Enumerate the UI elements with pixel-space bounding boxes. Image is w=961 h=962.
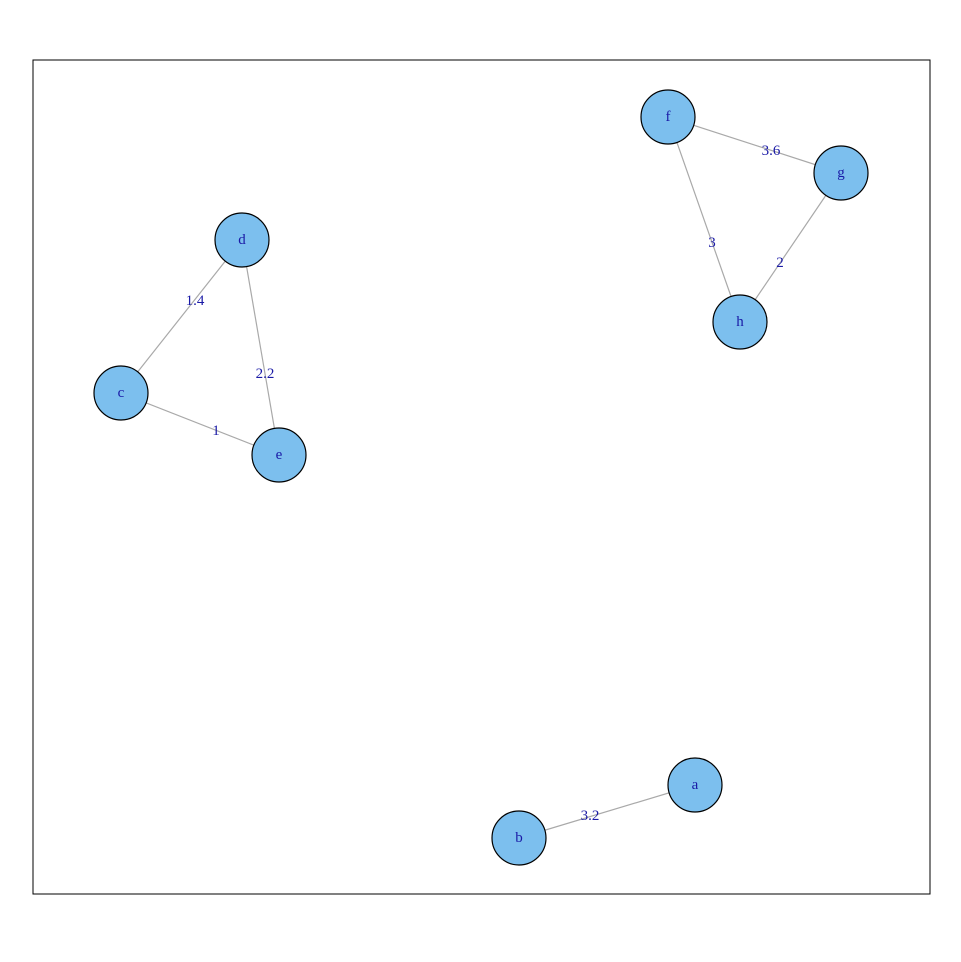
node-c: c (93, 365, 149, 421)
node-label-c: c (118, 385, 125, 401)
node-g: g (813, 145, 869, 201)
node-layer: a b c d e f g h (93, 89, 869, 866)
edge-label-b-a: 3.2 (581, 808, 600, 824)
edge-g-h (739, 172, 842, 323)
node-label-g: g (837, 165, 845, 181)
edge-c-d (120, 239, 243, 394)
node-label-f: f (666, 109, 671, 125)
node-label-e: e (276, 447, 283, 463)
edge-label-c-d: 1.4 (186, 293, 205, 309)
node-e: e (251, 427, 307, 483)
node-label-b: b (515, 830, 523, 846)
node-circle-d (214, 212, 270, 268)
node-label-h: h (736, 314, 744, 330)
node-d: d (214, 212, 270, 268)
node-label-a: a (692, 777, 699, 793)
node-b: b (491, 810, 547, 866)
edge-label-f-g: 3.6 (762, 143, 781, 159)
edge-f-g (667, 116, 842, 174)
node-circle-g (813, 145, 869, 201)
node-circle-c (93, 365, 149, 421)
edge-label-layer: 3.2 1.4 1 2.2 3.6 3 2 (186, 143, 784, 824)
edge-label-d-e: 2.2 (256, 366, 275, 382)
node-circle-b (491, 810, 547, 866)
node-label-d: d (238, 232, 246, 248)
edge-label-c-e: 1 (212, 423, 220, 439)
edge-f-h (667, 116, 741, 323)
node-circle-f (640, 89, 696, 145)
node-h: h (712, 294, 768, 350)
node-circle-e (251, 427, 307, 483)
edge-label-f-h: 3 (708, 235, 716, 251)
plot-frame (32, 59, 931, 895)
edge-d-e (241, 239, 280, 456)
edge-layer (120, 116, 842, 839)
edge-c-e (120, 392, 280, 456)
node-f: f (640, 89, 696, 145)
node-circle-a (667, 757, 723, 813)
node-circle-h (712, 294, 768, 350)
node-a: a (667, 757, 723, 813)
edge-b-a (518, 784, 696, 839)
edge-label-g-h: 2 (776, 255, 784, 271)
